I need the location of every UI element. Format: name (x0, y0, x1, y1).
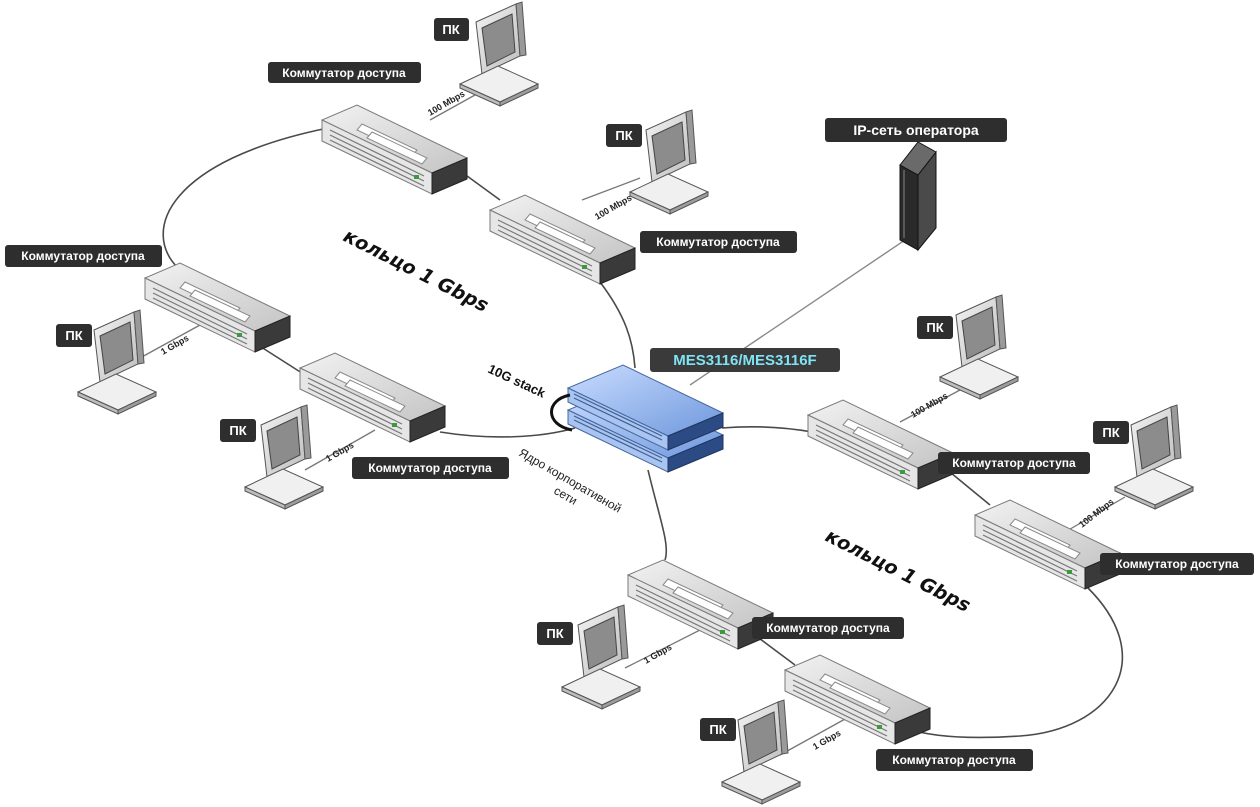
label-pc-4: ПК (220, 419, 256, 442)
access-switch-6 (784, 654, 931, 745)
link-core-sw5 (647, 469, 668, 561)
label-pc-7: ПК (537, 622, 573, 645)
label-pc-8: ПК (700, 718, 736, 741)
ring-label-left: кольцо 1 Gbps (340, 225, 492, 317)
stack-cable (550, 393, 573, 432)
access-switch-5-label: Коммутатор доступа (766, 621, 890, 635)
pc-1 (459, 1, 539, 107)
label-pc-1: ПК (434, 18, 469, 41)
pc-5-label: ПК (926, 320, 943, 335)
pc-8-label: ПК (709, 722, 726, 737)
label-access-switch-1: Коммутатор доступа (268, 62, 421, 83)
pc-4 (244, 404, 324, 510)
label-access-switch-5: Коммутатор доступа (752, 617, 904, 639)
pc-2 (629, 109, 709, 215)
pc-5 (939, 294, 1019, 400)
pc-8 (721, 699, 801, 805)
core-switch-stack (550, 364, 724, 473)
label-access-switch-2: Коммутатор доступа (640, 231, 797, 253)
link-sw2-core (599, 281, 636, 369)
operator-network-icon (899, 141, 937, 252)
access-switch-7 (807, 399, 954, 490)
access-switch-3 (144, 262, 291, 353)
speed-label-5: 100 Mbps (909, 391, 950, 420)
speed-label-4: 1 Gbps (324, 440, 355, 464)
label-core-switch: MES3116/MES3116F (650, 348, 840, 372)
pc-6-label: ПК (1102, 425, 1119, 440)
pc-2-label: ПК (615, 128, 632, 143)
speed-label-8: 1 Gbps (811, 728, 842, 752)
access-switch-5 (627, 559, 774, 650)
link-sw3-sw4 (257, 344, 306, 376)
label-access-switch-3: Коммутатор доступа (5, 245, 162, 267)
label-operator-network: IP-сеть оператора (825, 118, 1007, 142)
link-sw4-core (439, 427, 576, 438)
pc-links (139, 94, 1126, 756)
access-switch-6-label: Коммутатор доступа (892, 753, 1016, 767)
access-switch-1-label: Коммутатор доступа (282, 66, 406, 80)
pc-4-label: ПК (229, 423, 246, 438)
pc-3-label: ПК (65, 328, 82, 343)
label-access-switch-7: Коммутатор доступа (938, 452, 1090, 474)
link-core-sw7 (721, 425, 813, 433)
operator-network-label: IP-сеть оператора (853, 122, 979, 138)
label-pc-3: ПК (56, 324, 92, 347)
core-switch-label: MES3116/MES3116F (673, 352, 816, 369)
ring-label-right: кольцо 1 Gbps (822, 525, 974, 617)
label-access-switch-6: Коммутатор доступа (876, 749, 1033, 771)
stack-label: 10G stack (486, 361, 549, 401)
access-switch-4 (299, 352, 446, 443)
access-switch-4-label: Коммутатор доступа (368, 461, 492, 475)
ring-left-outer (162, 127, 329, 269)
ring-right-outer (904, 587, 1124, 739)
access-switch-2-label: Коммутатор доступа (656, 235, 780, 249)
speed-label-7: 1 Gbps (642, 642, 673, 666)
pc-6 (1114, 404, 1194, 510)
pc-7-label: ПК (546, 626, 563, 641)
pc-7 (561, 604, 641, 710)
pc-1-label: ПК (442, 22, 459, 37)
label-pc-5: ПК (917, 316, 953, 339)
label-access-switch-4: Коммутатор доступа (352, 457, 509, 479)
access-switch-8-label: Коммутатор доступа (1115, 557, 1239, 571)
speed-label-2: 100 Mbps (593, 193, 634, 222)
label-pc-2: ПК (606, 124, 642, 147)
speed-label-3: 1 Gbps (159, 333, 190, 357)
access-switch-7-label: Коммутатор доступа (952, 456, 1076, 470)
access-switch-3-label: Коммутатор доступа (21, 249, 145, 263)
label-access-switch-8: Коммутатор доступа (1100, 553, 1254, 575)
access-switch-1 (321, 104, 468, 195)
speed-label-6: 100 Mbps (1077, 496, 1115, 529)
label-pc-6: ПК (1093, 421, 1129, 444)
